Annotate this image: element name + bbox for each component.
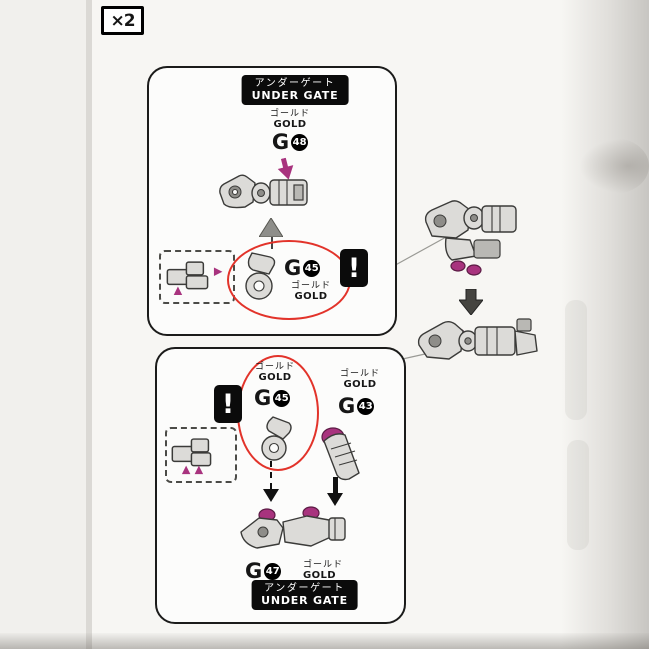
gold-label-jp: ゴールド (269, 109, 310, 119)
gold-label-en: GOLD (258, 372, 292, 384)
part-code-g43: G 43 (338, 394, 375, 418)
gold-color-label: ゴールド GOLD (303, 560, 355, 582)
part-number-badge: 43 (357, 398, 375, 415)
assemble-down-arrow-icon (327, 477, 343, 506)
instruction-panel-bottom: ゴールド GOLD G 45 ! ゴールド GOLD G 43 (155, 347, 406, 624)
gold-label-en: GOLD (273, 119, 307, 131)
part-illustration-g47-assembled (240, 506, 346, 549)
gate-cut-inset (165, 427, 237, 483)
scan-artifact-blob (579, 138, 649, 194)
gold-label-jp: ゴールド (290, 281, 331, 291)
part-number-badge: 47 (264, 563, 282, 580)
part-number-badge: 45 (303, 260, 321, 277)
scan-bottom-shadow (0, 633, 649, 649)
instruction-panel-top: アンダーゲート UNDER GATE ゴールド GOLD G 48 (147, 66, 397, 336)
assemble-up-arrow-icon (259, 218, 283, 237)
part-letter: G (245, 559, 263, 583)
under-gate-label-en: UNDER GATE (261, 593, 348, 607)
part-code-g45: G 45 (254, 386, 291, 410)
scan-left-edge (86, 0, 92, 649)
part-letter: G (338, 394, 356, 418)
part-illustration-g48 (219, 174, 308, 209)
gold-color-label: ゴールド GOLD (185, 109, 395, 131)
gold-label-jp: ゴールド (339, 369, 380, 379)
insert-arrow-icon (277, 157, 294, 180)
part-illustration-g43 (321, 427, 360, 481)
scan-left-margin (0, 0, 86, 649)
under-gate-label-jp: アンダーゲート (264, 583, 345, 594)
part-illustration-g45 (245, 252, 276, 300)
part-number-badge: 48 (291, 134, 309, 151)
part-letter: G (271, 130, 290, 154)
gold-label-en: GOLD (303, 570, 336, 582)
gate-cut-part-icon (166, 261, 223, 295)
under-gate-label-jp: アンダーゲート (254, 78, 336, 89)
gate-cut-part-icon (171, 438, 212, 475)
under-gate-label: アンダーゲート UNDER GATE (251, 580, 358, 610)
scan-artifact-smudge (567, 440, 589, 550)
gold-label-jp: ゴールド (303, 560, 344, 570)
under-gate-label: アンダーゲート UNDER GATE (241, 75, 349, 105)
gold-color-label: ゴールド GOLD (241, 362, 309, 384)
assembly-illustration-upper (424, 200, 517, 276)
part-letter: G (284, 256, 302, 280)
warning-icon: ! (340, 249, 368, 287)
gate-cut-inset (159, 250, 235, 304)
under-gate-label-en: UNDER GATE (251, 88, 339, 102)
part-code-g48: G 48 (185, 132, 395, 153)
part-letter: G (254, 386, 272, 410)
assembly-illustration-lower (417, 318, 538, 360)
gold-label-en: GOLD (294, 291, 328, 303)
assemble-down-arrow-icon (263, 461, 279, 502)
gold-color-label: ゴールド GOLD (328, 369, 392, 391)
warning-icon: ! (214, 385, 242, 423)
gold-color-label: ゴールド GOLD (280, 281, 342, 303)
part-number-badge: 45 (273, 390, 291, 407)
gold-label-en: GOLD (343, 379, 377, 391)
part-code-g47: G 47 (245, 559, 282, 583)
part-illustration-g45 (261, 416, 292, 461)
quantity-multiplier: ×2 (101, 6, 144, 35)
part-code-g45: G 45 (284, 256, 321, 280)
gold-label-jp: ゴールド (254, 362, 295, 372)
scan-right-shadow (561, 0, 649, 649)
assembly-arrow-icon (459, 289, 483, 315)
scan-artifact-smudge (565, 300, 587, 420)
